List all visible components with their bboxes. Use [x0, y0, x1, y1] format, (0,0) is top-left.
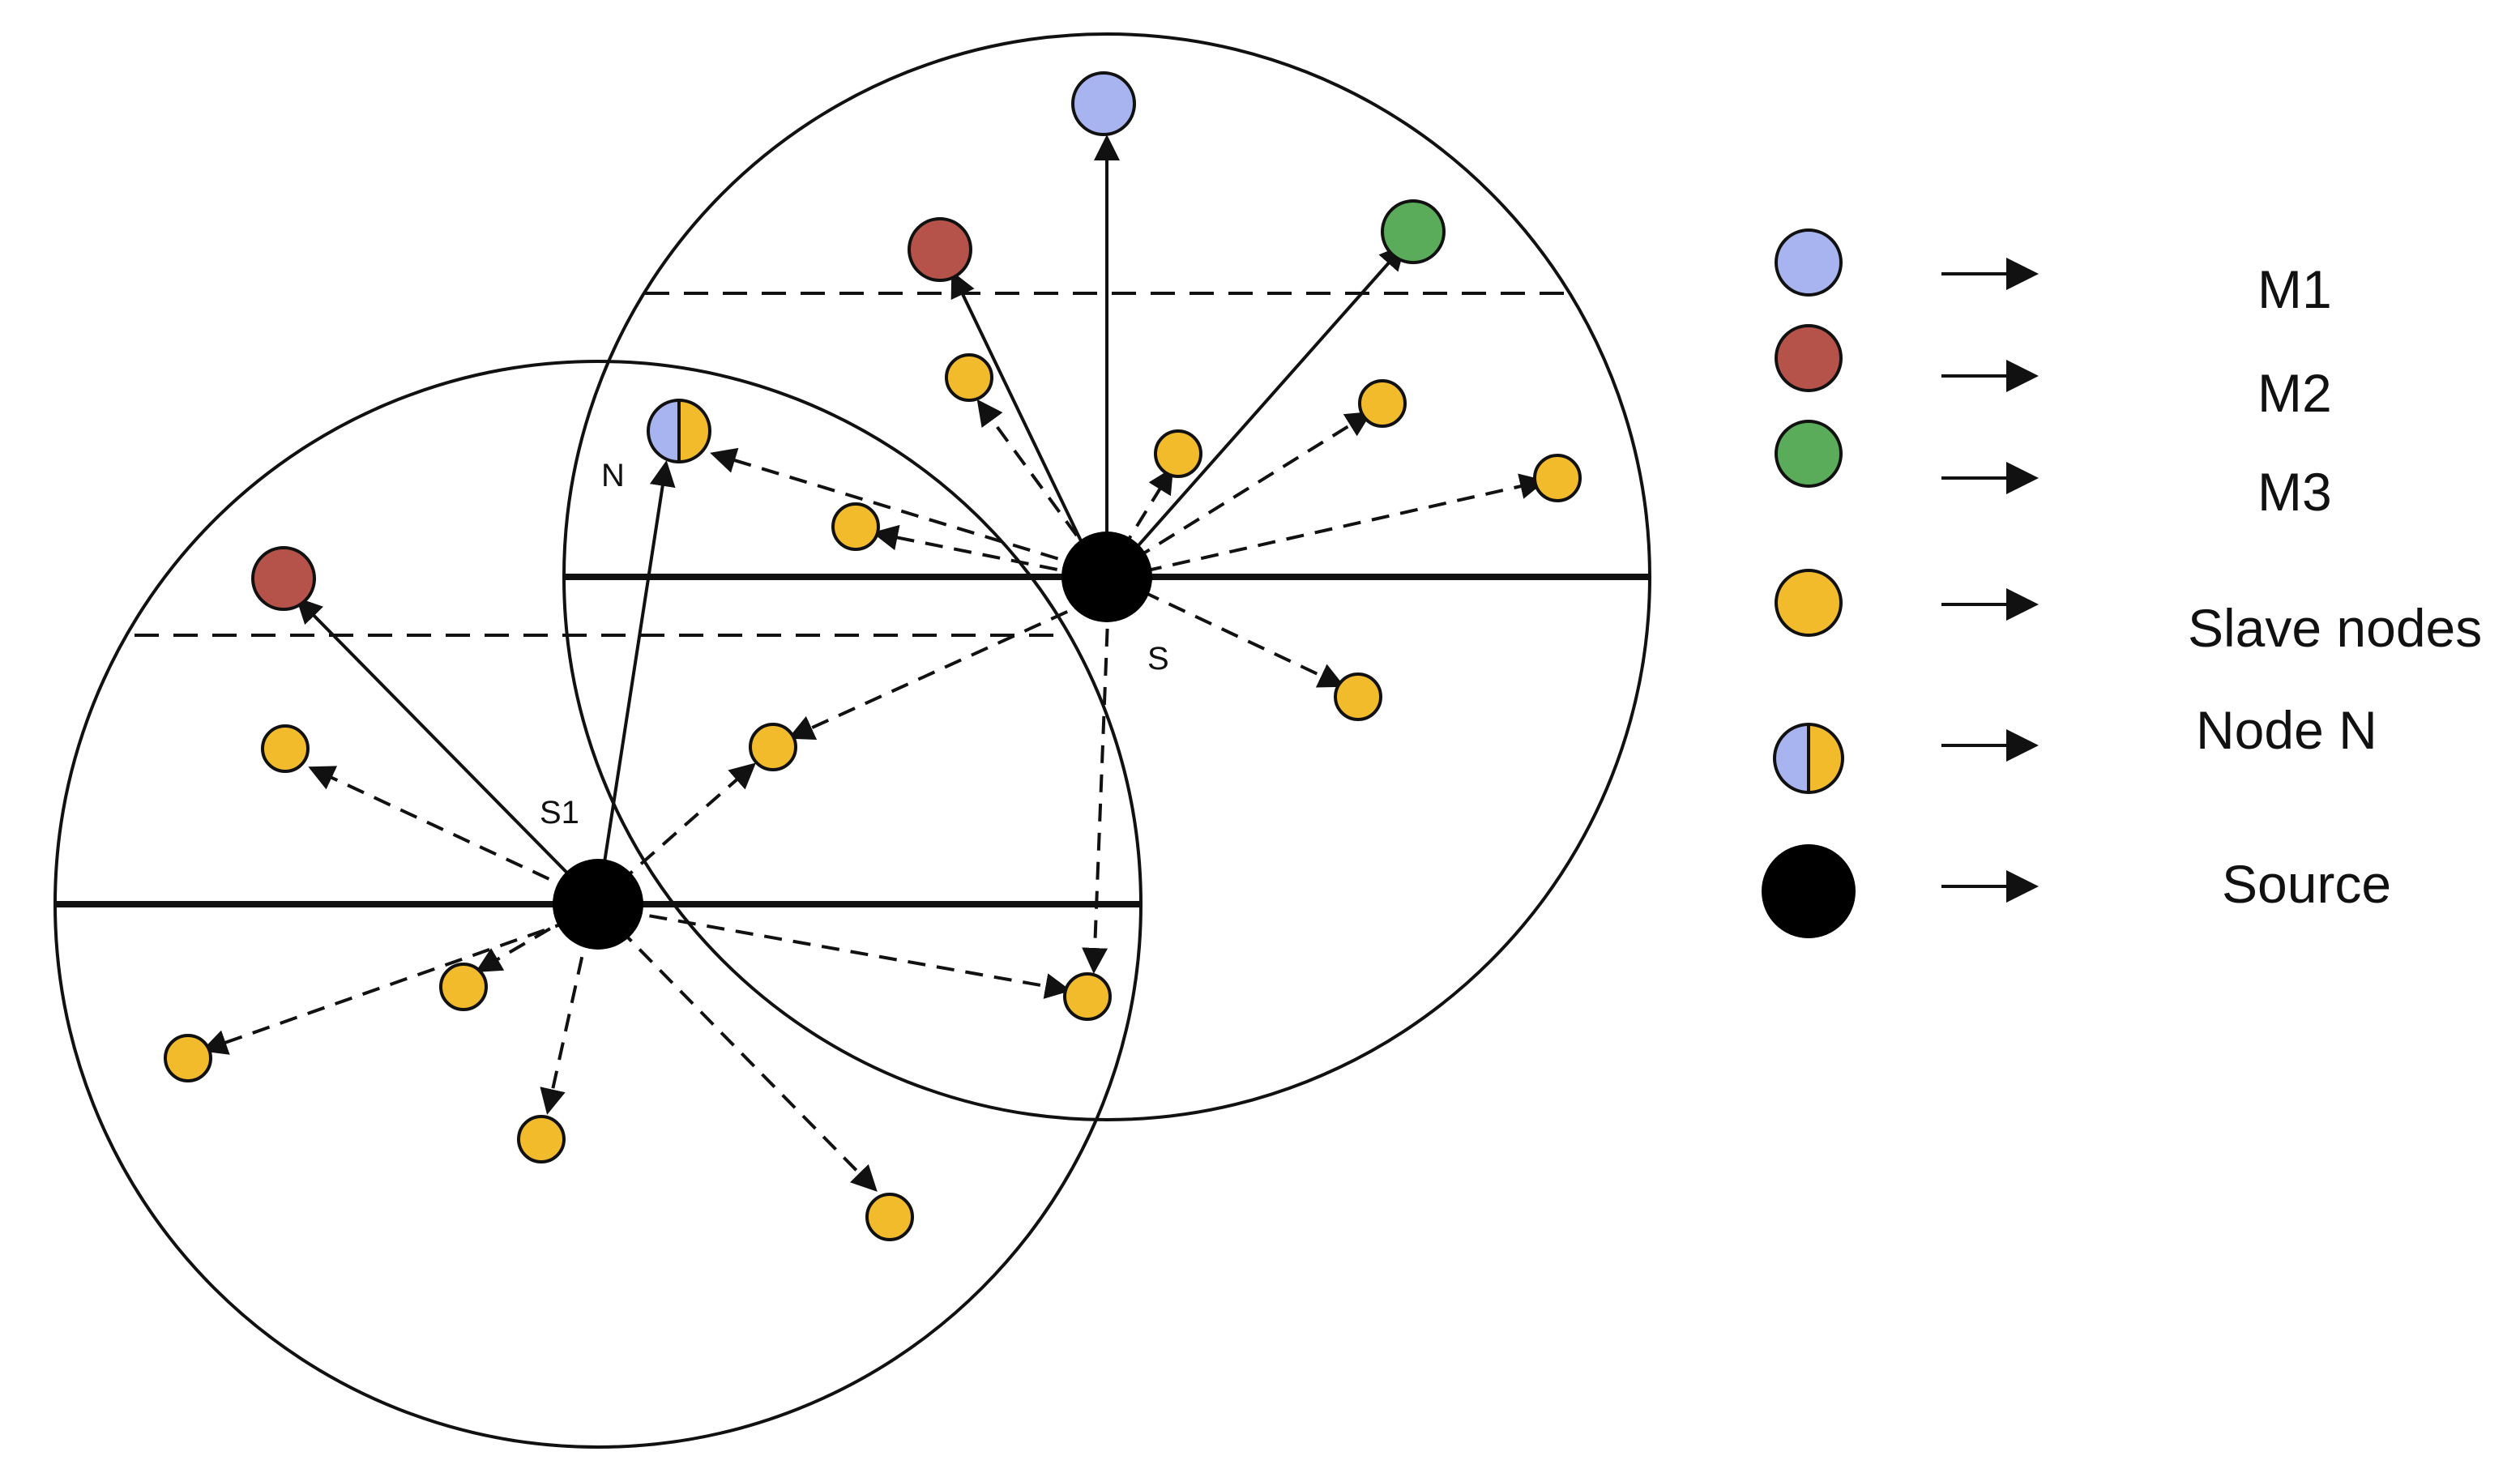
slave-node	[945, 353, 993, 402]
arrow-s-to-m2	[950, 271, 1087, 552]
legend-label-slave: Slave nodes	[2188, 598, 2482, 658]
arrow-s-to-slave-8	[1082, 599, 1110, 974]
slave-node	[164, 1034, 212, 1082]
arrow-s1-to-slave-7	[617, 927, 878, 1192]
legend-swatch-node-n	[1773, 723, 1844, 794]
arrow-s1-to-slave-6	[540, 928, 590, 1115]
arrow-s1-to-slave-1	[308, 766, 576, 893]
legend-swatch-m2	[1775, 324, 1843, 392]
arrow-s-to-slave-6	[1142, 590, 1345, 688]
arrows-from-s	[710, 134, 1546, 974]
arrow-s1-to-slave-2	[617, 762, 757, 885]
label-s: S	[1147, 641, 1169, 677]
arrow-s1-to-m2	[296, 597, 600, 906]
slave-node	[1533, 454, 1582, 502]
m3-node	[1381, 199, 1446, 264]
legend-label-source: Source	[2222, 854, 2391, 914]
label-n: N	[601, 458, 625, 493]
source-node-s1	[553, 859, 643, 950]
arrow-s-to-slave-5	[872, 524, 1087, 577]
slave-node	[1063, 972, 1112, 1021]
slave-node	[831, 502, 880, 551]
arrows-from-s1	[201, 460, 1071, 1192]
slave-node	[261, 724, 310, 773]
legend-label-m1: M1	[2257, 259, 2332, 319]
arrow-s-to-node-n	[710, 447, 1087, 569]
arrow-s-to-slave-2	[1133, 411, 1373, 561]
slave-node	[517, 1115, 566, 1163]
slave-node	[1154, 429, 1202, 478]
slave-node	[1358, 379, 1407, 428]
arrow-s-to-slave-1	[976, 399, 1096, 561]
legend-label-node-n: Node N	[2196, 700, 2377, 760]
arrow-s1-to-slave-4	[475, 912, 577, 973]
arrow-s1-to-node-n	[596, 460, 676, 905]
legend-label-m2: M2	[2257, 363, 2332, 423]
arrow-s-to-slave-4	[1143, 473, 1546, 573]
slave-node	[439, 963, 488, 1011]
arrow-s-to-slave-7	[788, 598, 1095, 740]
node-n	[647, 399, 711, 463]
m1-node	[1071, 71, 1136, 136]
m2-node-s	[908, 217, 972, 282]
arrow-s-to-slave-3	[1120, 467, 1174, 553]
legend-swatch-m1	[1775, 228, 1843, 297]
legend: M1 M2 M3 Slave nodes Node N Source	[1762, 228, 2482, 938]
source-node-s	[1061, 532, 1152, 622]
slave-nodes-s1	[164, 724, 914, 1241]
slave-node	[865, 1193, 914, 1241]
arrow-s1-to-slave-5	[201, 919, 573, 1055]
legend-swatch-source	[1762, 844, 1856, 938]
m2-node-s1	[251, 546, 316, 611]
label-s1: S1	[540, 795, 579, 830]
legend-label-m3: M3	[2257, 462, 2332, 522]
legend-swatch-m3	[1775, 420, 1843, 488]
arrow-s1-to-slave-3	[620, 909, 1071, 999]
slave-nodes-s	[749, 353, 1582, 1021]
slave-node	[749, 723, 797, 771]
slave-node	[1334, 672, 1382, 721]
arrow-s-to-m3	[1125, 244, 1406, 561]
legend-swatch-slave	[1775, 569, 1843, 637]
